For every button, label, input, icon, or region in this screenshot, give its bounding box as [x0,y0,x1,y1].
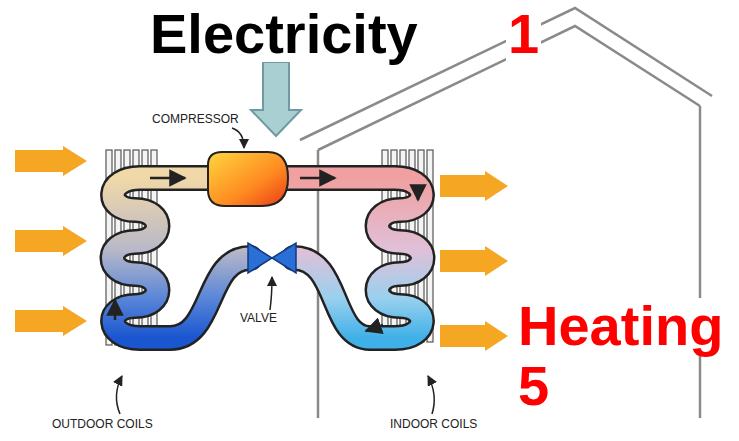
callout-number: 1 [506,6,541,62]
leader-lines [116,128,434,414]
electricity-arrow [251,62,301,136]
compressor-symbol [208,152,288,206]
part-label: COMPRESSOR [150,113,241,125]
heat-arrows [15,146,508,351]
coil-fins [106,150,433,345]
title-word: Electricity [148,6,420,62]
part-label: OUTDOOR COILS [50,418,155,430]
callout-number: 5 [516,358,551,414]
part-label: INDOOR COILS [388,418,479,430]
heading-word: Heating [516,298,725,354]
house-outline [300,8,712,418]
valve-symbol [248,243,296,273]
part-label: VALVE [238,312,279,324]
